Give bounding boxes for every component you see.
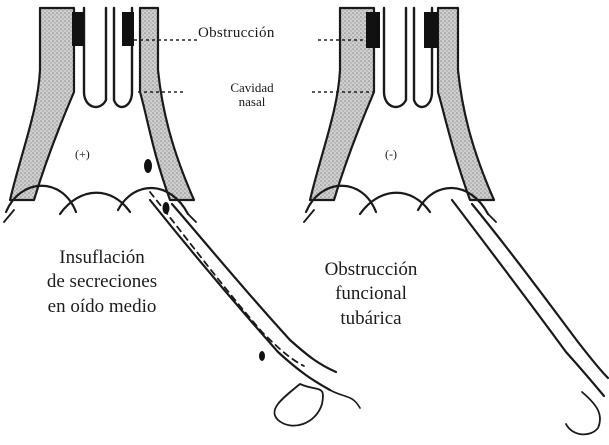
right-nasopharynx	[304, 8, 608, 434]
nasal-cavity-label-line-1: Cavidad	[218, 81, 286, 95]
obstruction-label: Obstrucción	[198, 26, 275, 42]
nasal-cavity-label-line-2: nasal	[218, 95, 286, 109]
caption-insufflation-line-1: Insuflación	[16, 246, 188, 270]
positive-sign-label: (+)	[75, 148, 90, 161]
nasal-cavity-label: Cavidad nasal	[218, 81, 286, 108]
caption-functional-obstruction: Obstrucción funcional tubárica	[296, 258, 446, 331]
left-nasopharynx	[4, 8, 360, 426]
negative-sign-label: (-)	[385, 148, 397, 161]
caption-insufflation: Insuflación de secreciones en oído medio	[16, 246, 188, 319]
caption-functional-obstruction-line-1: Obstrucción	[296, 258, 446, 282]
caption-functional-obstruction-line-3: tubárica	[296, 307, 446, 331]
caption-insufflation-line-3: en oído medio	[16, 295, 188, 319]
caption-insufflation-line-2: de secreciones	[16, 270, 188, 294]
caption-functional-obstruction-line-2: funcional	[296, 282, 446, 306]
